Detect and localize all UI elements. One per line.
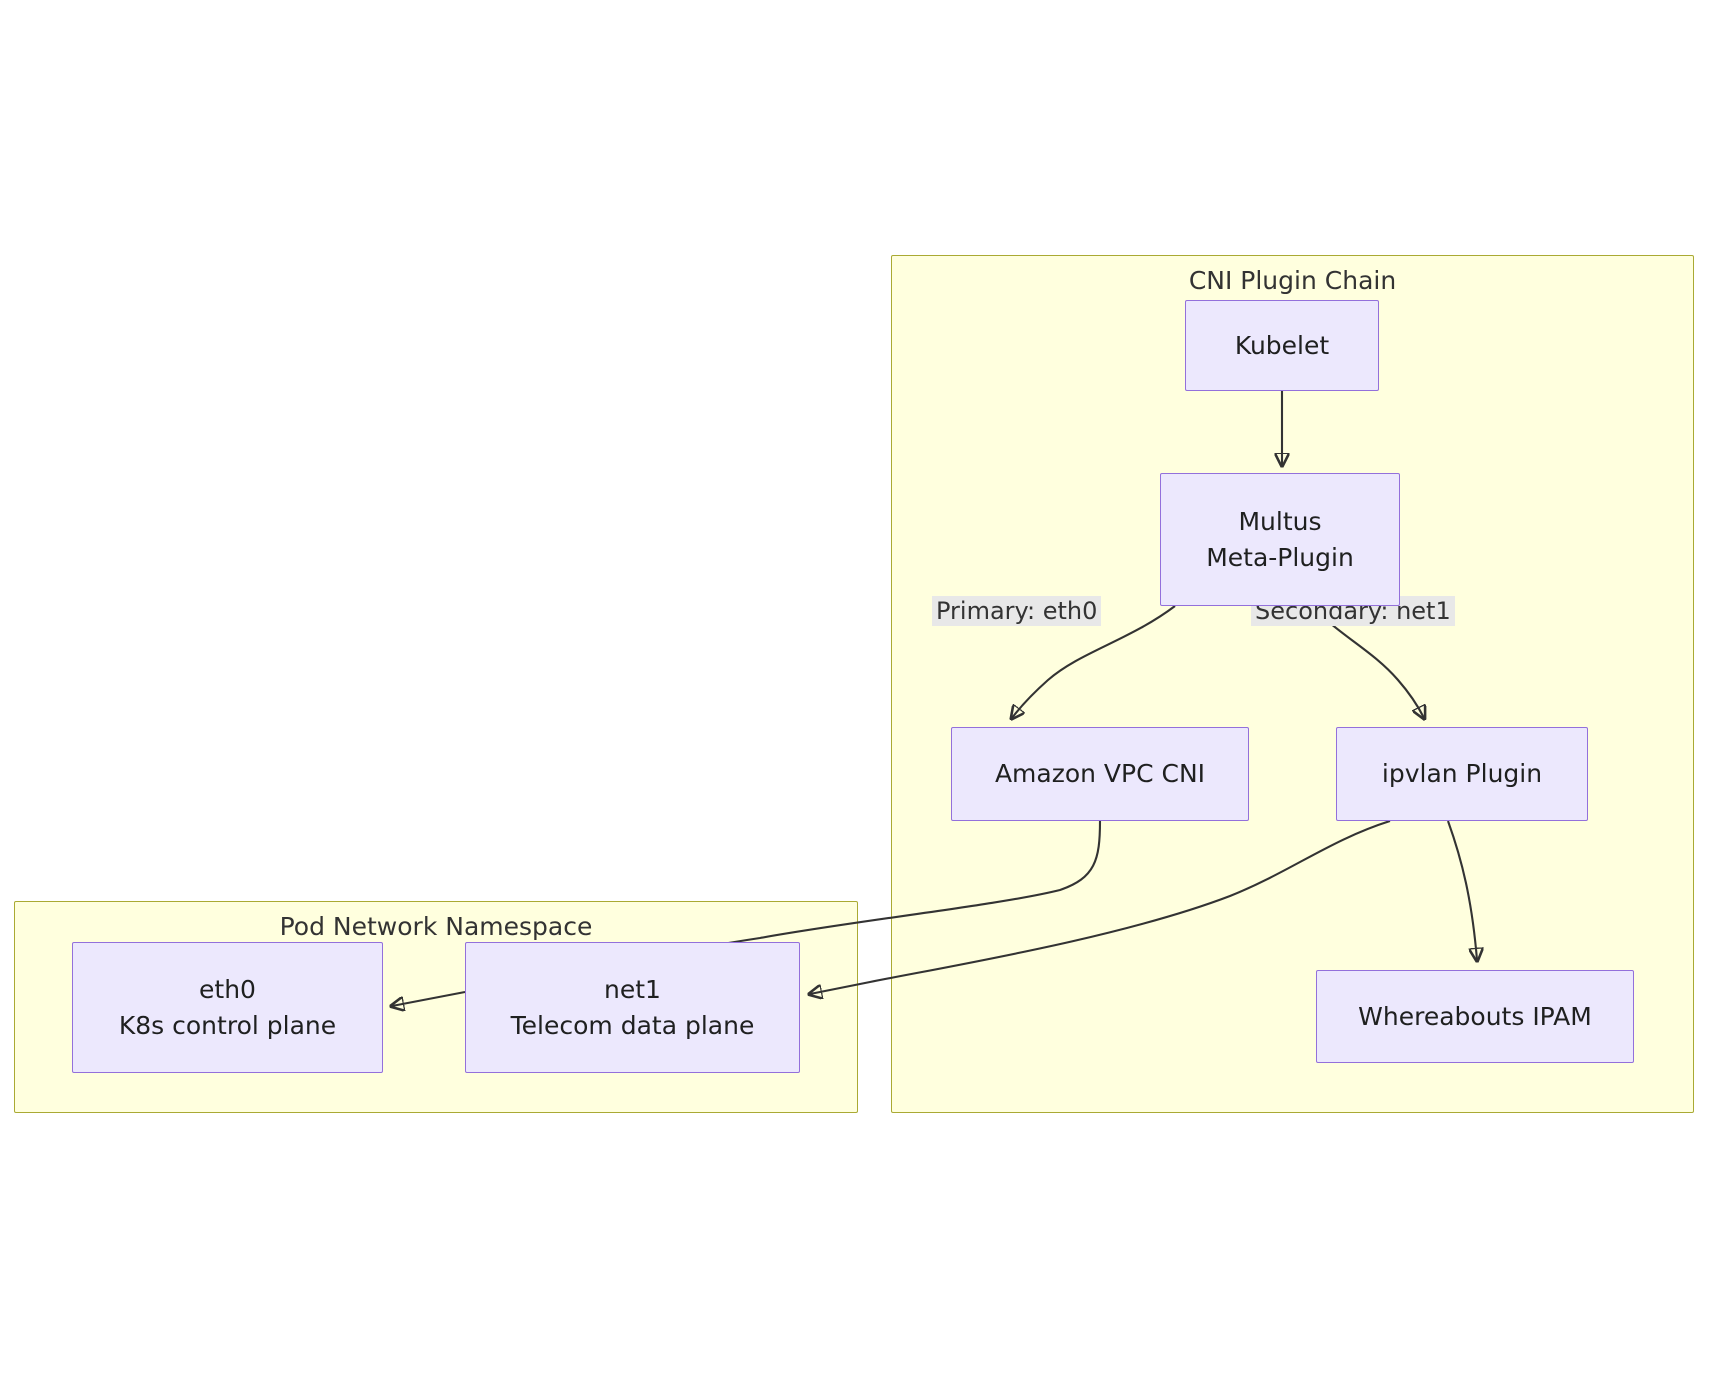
node-kubelet-line-1: Kubelet (1234, 330, 1330, 360)
node-ipvlan-plugin[interactable]: ipvlan Plugin (1336, 727, 1588, 821)
edge-ipvlan-to-net1 (810, 819, 1391, 994)
node-whereabouts-ipam[interactable]: Whereabouts IPAM (1316, 970, 1634, 1063)
edge-vpc-cni-to-eth0 (681, 820, 1102, 953)
edge-ipvlan-to-whereabouts (1447, 820, 1477, 960)
cluster-pod-network-namespace-label: Pod Network Namespace (279, 912, 593, 941)
node-eth0-line-2: K8s control plane (118, 1010, 337, 1040)
node-eth0-line-1: eth0 (199, 975, 256, 1004)
node-ipvlan-plugin-line-1: ipvlan Plugin (1381, 759, 1543, 789)
edge-net1-to-eth0 (392, 990, 466, 1006)
edge-label-primary: Primary: eth0 (932, 596, 1102, 626)
edge-multus-to-ipvlan (1311, 605, 1424, 718)
node-multus[interactable]: Multus Meta-Plugin (1160, 473, 1400, 606)
cluster-cni-plugin-chain-label: CNI Plugin Chain (1188, 266, 1397, 295)
node-kubelet[interactable]: Kubelet (1185, 300, 1379, 391)
node-whereabouts-ipam-line-1: Whereabouts IPAM (1358, 1001, 1592, 1031)
node-multus-line-1: Multus (1238, 507, 1322, 536)
node-net1[interactable]: net1 Telecom data plane (465, 942, 800, 1073)
edge-multus-to-vpc-cni (1012, 605, 1176, 718)
node-amazon-vpc-cni-line-1: Amazon VPC CNI (994, 759, 1206, 789)
node-eth0[interactable]: eth0 K8s control plane (72, 942, 383, 1073)
node-multus-line-2: Meta-Plugin (1206, 542, 1354, 572)
node-amazon-vpc-cni[interactable]: Amazon VPC CNI (951, 727, 1249, 821)
node-net1-line-1: net1 (604, 975, 661, 1004)
node-net1-line-2: Telecom data plane (510, 1010, 755, 1040)
